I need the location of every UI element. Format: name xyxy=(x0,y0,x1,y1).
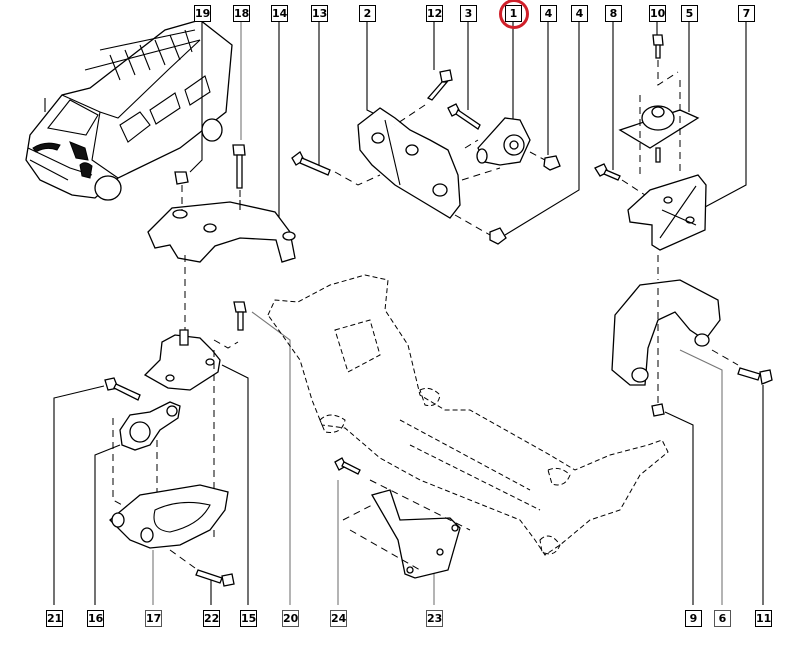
callout-20[interactable]: 20 xyxy=(282,610,299,627)
callout-3[interactable]: 3 xyxy=(460,5,477,22)
left-mount-bracket xyxy=(147,144,296,263)
engine-mount-bracket xyxy=(291,69,561,245)
rear-mount-assembly xyxy=(104,255,247,587)
callout-17[interactable]: 17 xyxy=(145,610,162,627)
callout-15[interactable]: 15 xyxy=(240,610,257,627)
small-bracket xyxy=(334,457,471,579)
callout-9[interactable]: 9 xyxy=(685,610,702,627)
subframe-ghost xyxy=(267,274,669,556)
callout-24[interactable]: 24 xyxy=(330,610,347,627)
leader-lines-top xyxy=(189,22,747,236)
callout-10[interactable]: 10 xyxy=(649,5,666,22)
callout-8[interactable]: 8 xyxy=(605,5,622,22)
callout-21[interactable]: 21 xyxy=(46,610,63,627)
callout-2[interactable]: 2 xyxy=(359,5,376,22)
callout-4[interactable]: 4 xyxy=(540,5,557,22)
callout-14[interactable]: 14 xyxy=(271,5,288,22)
van-illustration xyxy=(25,19,233,201)
callout-13[interactable]: 13 xyxy=(311,5,328,22)
callout-19[interactable]: 19 xyxy=(194,5,211,22)
callout-4-second[interactable]: 4 xyxy=(571,5,588,22)
right-mount-assembly xyxy=(594,34,773,417)
callout-23[interactable]: 23 xyxy=(426,610,443,627)
callout-22[interactable]: 22 xyxy=(203,610,220,627)
callout-18[interactable]: 18 xyxy=(233,5,250,22)
callout-12[interactable]: 12 xyxy=(426,5,443,22)
callout-16[interactable]: 16 xyxy=(87,610,104,627)
callout-11[interactable]: 11 xyxy=(755,610,772,627)
callout-6[interactable]: 6 xyxy=(714,610,731,627)
callout-1[interactable]: 1 xyxy=(505,5,522,22)
callout-5[interactable]: 5 xyxy=(681,5,698,22)
callout-7[interactable]: 7 xyxy=(738,5,755,22)
